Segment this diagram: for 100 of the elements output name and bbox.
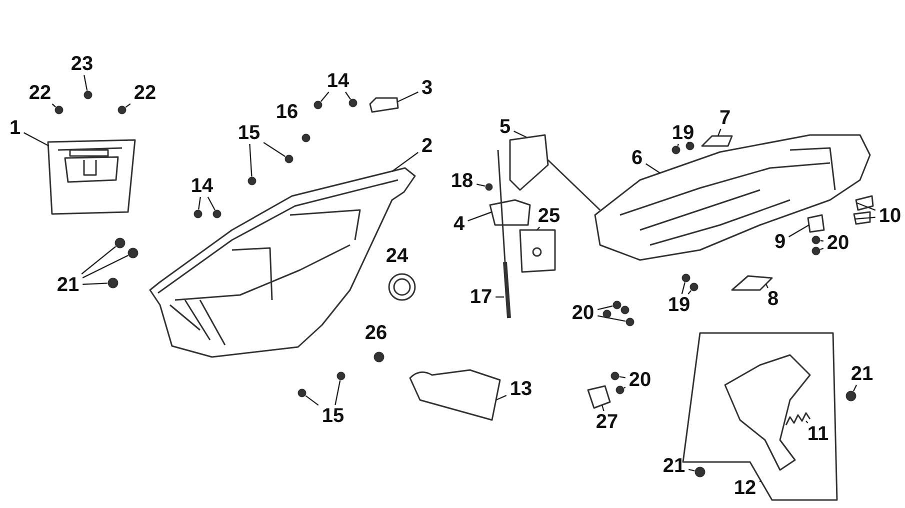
bumper-drawing [855, 195, 874, 211]
screw-drawing [485, 183, 493, 191]
leader-line [601, 404, 604, 412]
leader-line [619, 376, 626, 378]
leader-line [396, 92, 418, 103]
callout-number: 26 [364, 323, 388, 343]
callout-number: 9 [774, 232, 786, 252]
leader-line [624, 386, 626, 389]
screw-drawing [336, 372, 346, 380]
lid-drawing [369, 97, 399, 113]
leader-line [759, 480, 762, 482]
leader-line [82, 254, 128, 278]
nut-drawing [108, 278, 118, 288]
leader-line [345, 92, 351, 100]
callout-number: 19 [672, 123, 694, 143]
screw-drawing [616, 386, 624, 394]
callout-number: 14 [326, 71, 350, 91]
leader-line [84, 74, 88, 91]
leader-line [645, 163, 660, 174]
callout-number: 22 [28, 83, 52, 103]
screw-drawing [682, 274, 690, 282]
leader-line [806, 420, 808, 424]
leader-line [788, 224, 810, 238]
callout-number: 21 [850, 364, 874, 384]
leader-line [320, 92, 330, 102]
leader-line [820, 240, 824, 242]
callout-number: 3 [421, 78, 433, 98]
spring-drawing [785, 412, 811, 426]
leader-line [677, 144, 680, 146]
callout-number: 19 [668, 295, 690, 315]
leader-line [597, 315, 626, 322]
callout-number: 20 [826, 233, 850, 253]
rod-drawing [497, 150, 511, 318]
leader-line [305, 395, 319, 406]
callout-number: 13 [510, 379, 532, 399]
callout-number: 27 [596, 412, 618, 432]
screw-drawing [118, 106, 126, 114]
callout-number: 15 [238, 123, 260, 143]
nut-drawing [846, 390, 856, 402]
callout-number: 12 [734, 478, 756, 498]
leader-line [496, 394, 507, 401]
callout-number: 20 [572, 303, 594, 323]
leader-line [476, 184, 486, 187]
leader-line [24, 132, 50, 147]
leader-line [597, 305, 613, 310]
callout-number: 10 [878, 206, 902, 226]
switch-drawing [587, 385, 611, 409]
leader-line [81, 246, 116, 274]
nut-drawing [694, 466, 706, 478]
leader-line [514, 130, 528, 138]
leader-line [392, 152, 419, 172]
leader-line [688, 468, 695, 472]
callout-number: 17 [470, 287, 492, 307]
nut-drawing [128, 248, 138, 258]
callout-number: 23 [70, 54, 94, 74]
leader-line [263, 142, 286, 157]
leader-line [687, 142, 690, 144]
storage-box-drawing [47, 139, 136, 215]
leader-line [765, 284, 768, 288]
pad-drawing [731, 275, 773, 291]
callout-number: 22 [134, 83, 156, 103]
leader-line [82, 282, 108, 285]
callout-number: 14 [190, 176, 214, 196]
bar-drawing [409, 369, 501, 421]
screw-drawing [84, 90, 92, 100]
leader-line [854, 216, 876, 220]
screw-drawing [626, 318, 634, 326]
leader-line [856, 202, 876, 211]
callout-number: 25 [538, 206, 560, 226]
callout-number: 24 [386, 246, 408, 266]
screw-drawing [610, 372, 620, 380]
leader-line [207, 196, 216, 210]
callout-number: 11 [807, 424, 829, 444]
bracket-drawing [489, 199, 531, 226]
screw-drawing [690, 282, 698, 292]
nut-drawing [114, 238, 126, 248]
screw-drawing [54, 106, 64, 114]
luggage-box-drawing [149, 167, 416, 358]
callout-number: 16 [276, 102, 298, 122]
screw-drawing [314, 100, 322, 110]
callout-number: 4 [453, 214, 465, 234]
callout-number: 20 [628, 370, 652, 390]
callout-number: 6 [631, 148, 643, 168]
leader-line [536, 226, 540, 230]
screw-drawing [612, 300, 622, 310]
leader-line [198, 196, 201, 210]
callout-number: 21 [662, 456, 686, 476]
callout-number: 1 [9, 118, 21, 138]
callout-number: 5 [499, 117, 511, 137]
plate-drawing [519, 229, 556, 273]
callout-number: 15 [322, 406, 344, 426]
leader-line [717, 128, 722, 136]
leader-line [820, 248, 824, 250]
leader-line [681, 282, 686, 294]
screw-drawing [298, 388, 306, 398]
callout-number: 18 [450, 171, 474, 191]
callout-number: 2 [421, 136, 433, 156]
leader-line [852, 384, 858, 392]
leader-line [52, 104, 56, 108]
callout-number: 21 [56, 275, 80, 295]
